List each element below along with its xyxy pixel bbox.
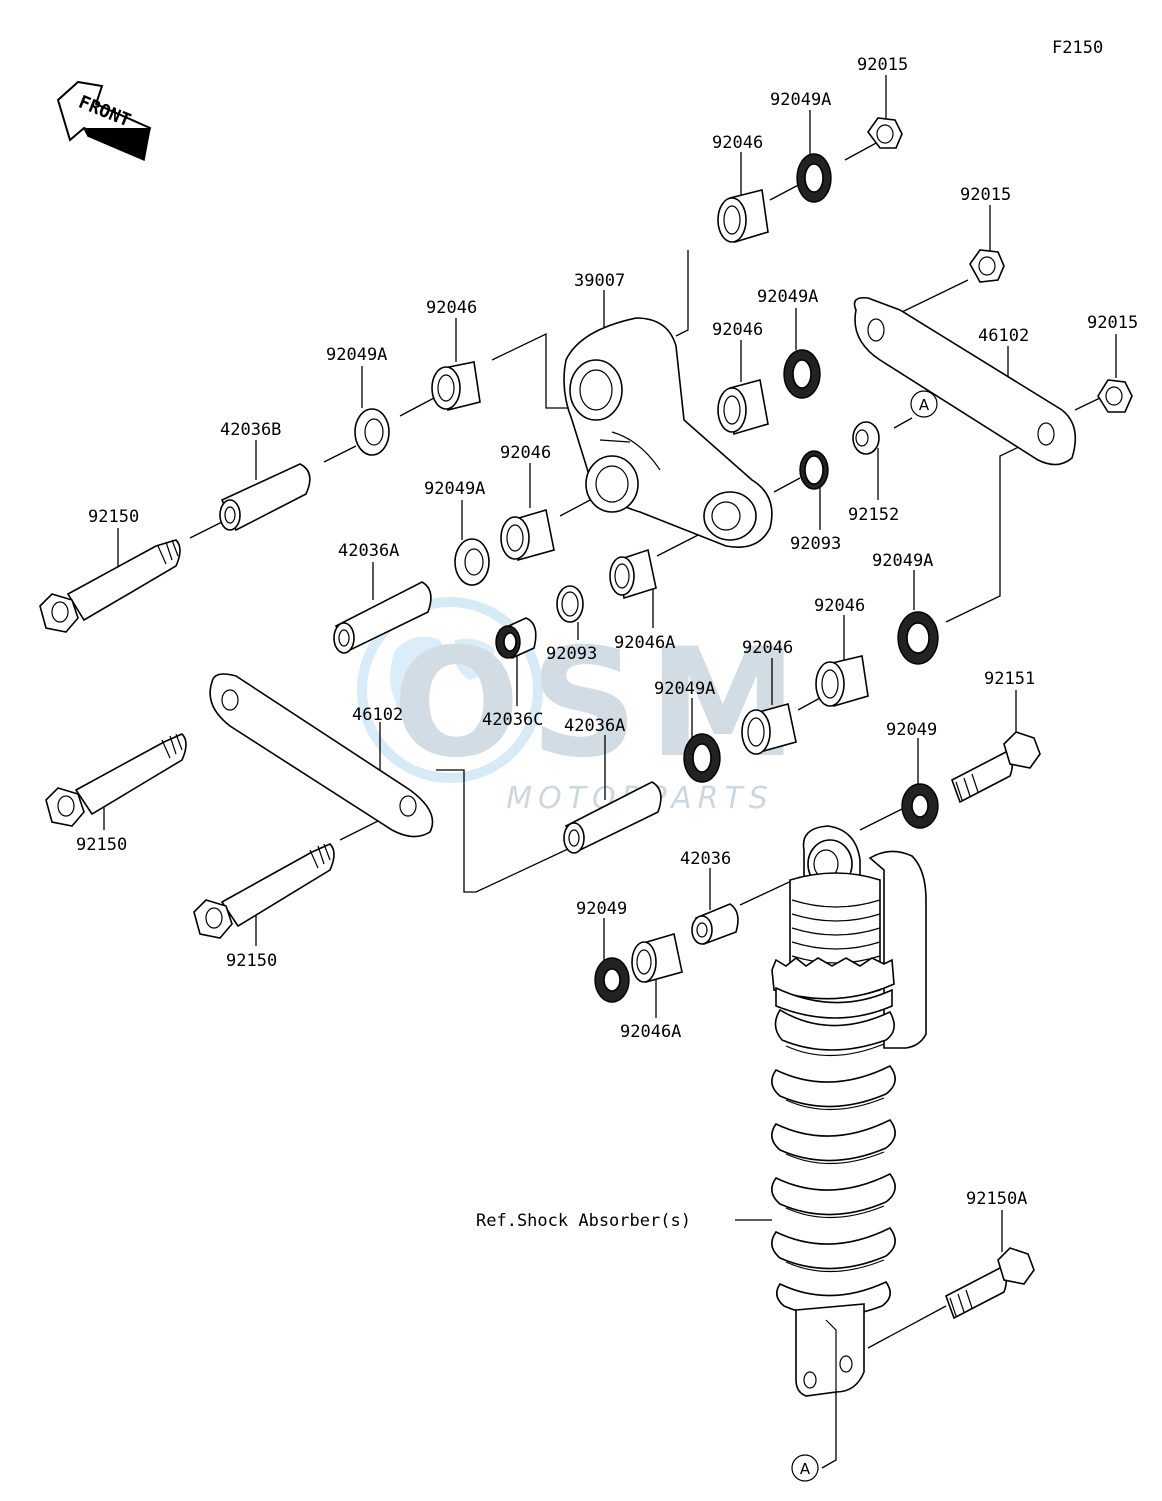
label-92049A-lower: 92049A bbox=[654, 679, 715, 699]
label-92046-left: 92046 bbox=[426, 298, 477, 318]
label-92015-top: 92015 bbox=[857, 55, 908, 75]
part-tie-rod-46102-upper bbox=[853, 296, 1077, 466]
label-92046-mid: 92046 bbox=[712, 320, 763, 340]
label-46102-lower: 46102 bbox=[352, 705, 403, 725]
label-42036A-lower: 42036A bbox=[564, 716, 625, 736]
label-92150-lower: 92150 bbox=[226, 951, 277, 971]
part-ring-92093-lower bbox=[556, 585, 584, 623]
label-92151: 92151 bbox=[984, 669, 1035, 689]
part-collar-92152 bbox=[852, 421, 880, 455]
part-seal-92049A-lower bbox=[683, 733, 721, 783]
label-92049-lower: 92049 bbox=[576, 899, 627, 919]
part-nut-92015-right bbox=[1097, 379, 1133, 413]
label-92046A-upper: 92046A bbox=[614, 633, 675, 653]
part-sleeve-42036 bbox=[691, 903, 739, 946]
label-42036C: 42036C bbox=[482, 710, 543, 730]
part-tie-rod-46102-lower bbox=[209, 673, 434, 838]
label-92049A-left: 92049A bbox=[326, 345, 387, 365]
part-bolt-92150A bbox=[945, 1247, 1035, 1320]
part-labels: 92015 92049A 92046 92015 39007 92049A 92… bbox=[76, 55, 1138, 1231]
part-bearing-92046-top bbox=[717, 189, 769, 244]
part-bearing-92046-mid bbox=[717, 379, 769, 436]
label-42036B: 42036B bbox=[220, 420, 281, 440]
watermark-globe bbox=[357, 597, 543, 783]
part-ring-92093-upper bbox=[799, 450, 829, 490]
part-seal-92049A-mid bbox=[783, 349, 821, 399]
label-92093-lower: 92093 bbox=[546, 644, 597, 664]
part-bolt-92151 bbox=[951, 731, 1041, 804]
part-nut-92015-top bbox=[867, 117, 903, 149]
part-rocker-arm-39007 bbox=[563, 317, 773, 548]
marker-a-bottom: A bbox=[791, 1454, 819, 1482]
label-92150-middle: 92150 bbox=[76, 835, 127, 855]
part-seal-92049A-right bbox=[897, 611, 939, 665]
label-92046-lower: 92046 bbox=[742, 638, 793, 658]
part-sleeve-42036B bbox=[219, 463, 311, 532]
label-92046A-lower: 92046A bbox=[620, 1022, 681, 1042]
label-92015-mid: 92015 bbox=[960, 185, 1011, 205]
label-92150A: 92150A bbox=[966, 1189, 1027, 1209]
watermark: OSM MOTORPARTS bbox=[357, 597, 808, 816]
marker-a-top-label: A bbox=[919, 396, 930, 414]
part-seal-92049-lower bbox=[594, 957, 630, 1003]
part-shock-absorber bbox=[771, 825, 927, 1397]
part-seal-92049A-top bbox=[796, 153, 832, 203]
part-bearing-92046-right bbox=[815, 655, 869, 708]
part-seal-92049A-center bbox=[454, 538, 490, 586]
marker-a-top: A bbox=[910, 390, 938, 418]
label-92049A-mid: 92049A bbox=[757, 287, 818, 307]
label-92093-upper: 92093 bbox=[790, 534, 841, 554]
label-46102-upper: 46102 bbox=[978, 326, 1029, 346]
watermark-logo: OSM bbox=[393, 617, 808, 791]
label-92150-upper: 92150 bbox=[88, 507, 139, 527]
part-bolt-92150-upper bbox=[39, 539, 181, 633]
label-92046-right: 92046 bbox=[814, 596, 865, 616]
label-92049A-right: 92049A bbox=[872, 551, 933, 571]
part-bearing-92046-center bbox=[500, 508, 555, 562]
label-92152: 92152 bbox=[848, 505, 899, 525]
label-92049A-center: 92049A bbox=[424, 479, 485, 499]
part-bolt-92150-lower bbox=[193, 843, 335, 939]
label-39007: 39007 bbox=[574, 271, 625, 291]
part-nut-92015-mid bbox=[969, 249, 1005, 283]
part-collar-42036C bbox=[495, 617, 537, 660]
watermark-continents bbox=[390, 636, 495, 730]
figure-code: F2150 bbox=[1052, 38, 1103, 58]
part-sleeve-42036A-lower bbox=[563, 781, 662, 854]
part-sleeve-42036A-upper bbox=[333, 581, 432, 654]
label-92049-upper: 92049 bbox=[886, 720, 937, 740]
part-seal-92049A-left bbox=[354, 408, 390, 456]
part-bearing-92046A-upper bbox=[609, 548, 657, 600]
part-bearing-92046A-lower bbox=[631, 932, 683, 984]
label-92049A-top: 92049A bbox=[770, 90, 831, 110]
front-arrow-icon: FRONT bbox=[56, 80, 152, 162]
part-bearing-92046-lower bbox=[741, 703, 797, 755]
label-ref-shock-absorber: Ref.Shock Absorber(s) bbox=[476, 1211, 691, 1231]
part-bearing-92046-left bbox=[431, 361, 481, 412]
label-42036A-upper: 42036A bbox=[338, 541, 399, 561]
marker-a-bottom-label: A bbox=[800, 1460, 811, 1478]
label-92046-center: 92046 bbox=[500, 443, 551, 463]
label-92046-top: 92046 bbox=[712, 133, 763, 153]
label-42036: 42036 bbox=[680, 849, 731, 869]
part-seal-92049-upper bbox=[901, 783, 939, 829]
label-92015-right: 92015 bbox=[1087, 313, 1138, 333]
part-bolt-92150-middle bbox=[45, 733, 187, 827]
